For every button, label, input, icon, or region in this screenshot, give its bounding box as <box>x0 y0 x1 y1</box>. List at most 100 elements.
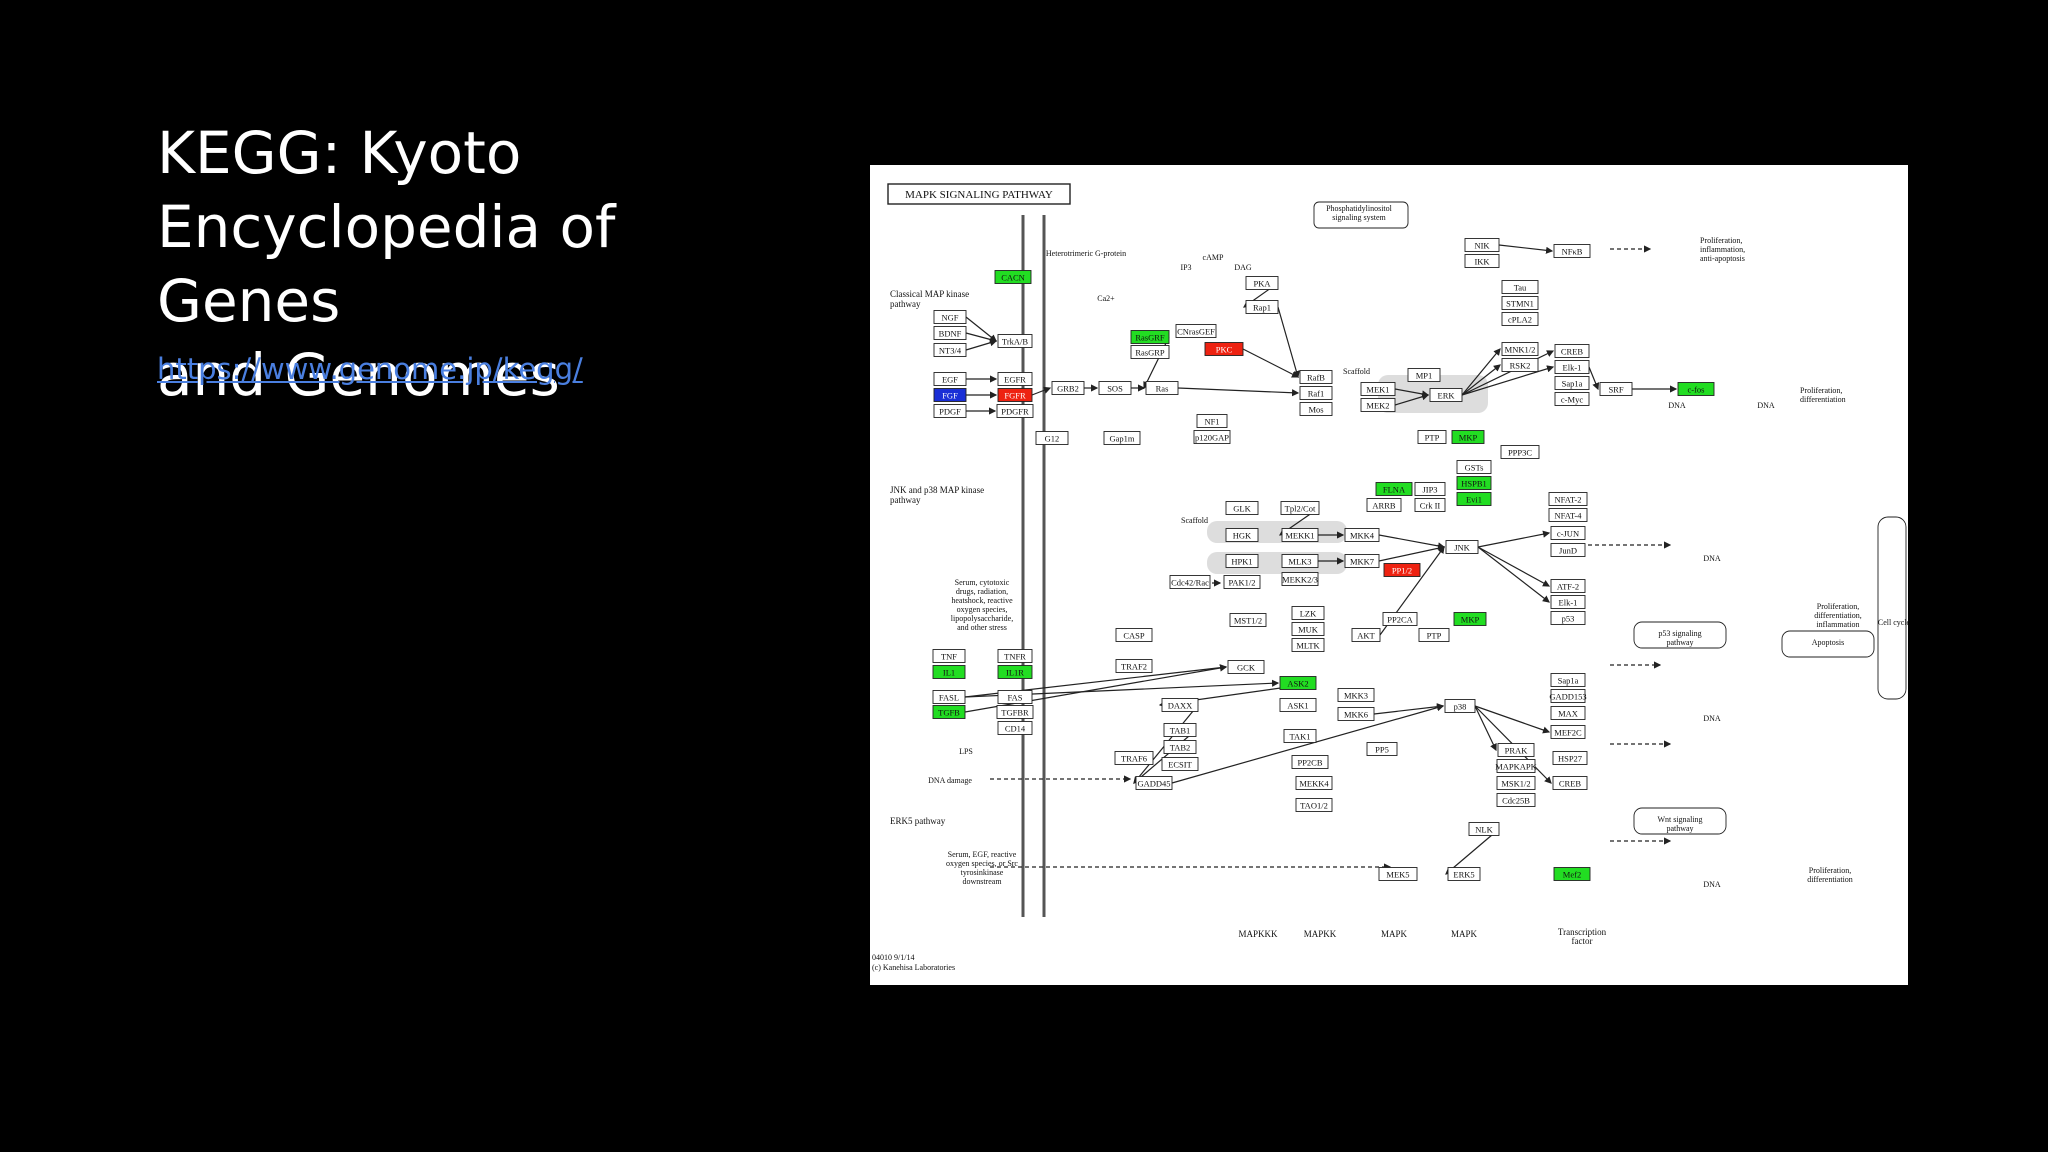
pathway-title: MAPK SIGNALING PATHWAY <box>905 189 1053 201</box>
gene-node-label: Elk-1 <box>1563 363 1582 373</box>
outcome-label: Apoptosis <box>1812 638 1844 647</box>
misc-label: cAMP <box>1203 253 1224 262</box>
gene-node-label: p53 <box>1562 614 1575 624</box>
edge <box>1031 386 1052 396</box>
outcome-label: pathway <box>1666 638 1693 647</box>
outcome-label: pathway <box>1666 824 1693 833</box>
edge <box>1477 546 1550 603</box>
gene-node-box <box>1554 376 1590 390</box>
edge <box>1477 546 1551 587</box>
gene-node-label: Tpl2/Cot <box>1285 504 1316 514</box>
gene-node-box <box>1245 276 1279 290</box>
edge <box>1445 828 1500 875</box>
gene-node-box <box>1553 244 1591 258</box>
gene-node-box <box>932 705 966 719</box>
gene-node-box <box>1196 414 1228 428</box>
section-label: pathway <box>890 299 921 309</box>
gene-node-label: G12 <box>1045 434 1060 444</box>
level-label: MAPK <box>1381 929 1408 939</box>
outcome-label: Proliferation, <box>1809 866 1851 875</box>
gene-node-label: Cdc42/Rac <box>1171 578 1209 588</box>
gene-node-label: FASL <box>939 693 959 703</box>
gene-node-label: SOS <box>1107 384 1123 394</box>
gene-node-label: RafB <box>1307 373 1325 383</box>
gene-node-label: ECSIT <box>1168 760 1192 770</box>
gene-node-box <box>1501 280 1539 294</box>
gene-node-label: PPP3C <box>1508 448 1532 458</box>
gene-node-box <box>1299 386 1333 400</box>
gene-node-label: MP1 <box>1416 371 1433 381</box>
cell-cycle-box <box>1877 516 1907 700</box>
gene-node-box <box>1163 723 1197 737</box>
gene-node-box <box>1366 498 1402 512</box>
gene-node-label: Cdc25B <box>1502 796 1530 806</box>
gene-node-label: RSK2 <box>1510 361 1531 371</box>
gene-node-label: NLK <box>1475 825 1493 835</box>
edge <box>1378 544 1446 562</box>
stimulus-label: heatshock, reactive <box>951 596 1013 605</box>
gene-node-label: TRAF2 <box>1121 662 1147 672</box>
outcome-label: p53 signaling <box>1658 629 1701 638</box>
misc-label: Ca2+ <box>1097 294 1115 303</box>
gene-node-label: GSTs <box>1465 463 1484 473</box>
gene-node-box <box>933 388 967 402</box>
gene-node-box <box>1383 563 1421 577</box>
gene-node-box <box>1280 501 1320 515</box>
gene-node-box <box>1497 743 1535 757</box>
gene-node-box <box>1163 740 1197 754</box>
edge <box>1394 393 1430 406</box>
gene-node-box <box>1193 430 1231 444</box>
outcome-box <box>1633 621 1727 649</box>
gene-node-box <box>1204 342 1244 356</box>
outcome-label: differentiation <box>1800 395 1846 404</box>
gene-node-box <box>1360 382 1396 396</box>
kegg-link[interactable]: https://www.genome.jp/kegg/ <box>157 352 583 386</box>
gene-node-box <box>994 270 1032 284</box>
gene-node-label: GRB2 <box>1057 384 1079 394</box>
pathway-title-box <box>887 183 1071 205</box>
gene-node-box <box>1291 606 1325 620</box>
misc-label: DNA <box>1703 714 1721 723</box>
gene-node-box <box>997 649 1033 663</box>
edge <box>1177 387 1300 397</box>
title-line: Encyclopedia of Genes <box>157 193 616 335</box>
outcome-label: inflammation, <box>1700 245 1745 254</box>
gene-node-label: PKC <box>1216 345 1233 355</box>
gene-node-box <box>1051 381 1085 395</box>
gene-node-box <box>1501 296 1539 310</box>
gene-node-label: PP2CA <box>1387 615 1413 625</box>
gene-node-label: MSK1/2 <box>1501 779 1530 789</box>
gene-node-box <box>1223 575 1261 589</box>
gene-node-label: Sap1a <box>1558 676 1579 686</box>
gene-node-label: MKK6 <box>1344 710 1368 720</box>
stimulus-label: tyrosinkinase <box>961 868 1004 877</box>
gene-node-label: PDGF <box>939 407 961 417</box>
level-label: MAPKKK <box>1238 929 1278 939</box>
gene-node-box <box>1550 611 1586 625</box>
gene-node-label: p38 <box>1454 702 1467 712</box>
gene-node-label: MKK7 <box>1350 557 1374 567</box>
gene-node-box <box>1548 492 1588 506</box>
gene-node-box <box>1496 793 1536 807</box>
gene-node-box <box>1378 867 1418 881</box>
gene-node-label: ASK2 <box>1287 679 1308 689</box>
gene-node-box <box>1550 706 1586 720</box>
gene-node-box <box>932 665 966 679</box>
misc-label: Scaffold <box>1181 516 1208 525</box>
gene-node-box <box>1550 543 1586 557</box>
outcome-box <box>1633 807 1727 835</box>
gene-node-label: Rap1 <box>1253 303 1271 313</box>
edge <box>1133 729 1197 784</box>
gene-node-label: MST1/2 <box>1234 616 1262 626</box>
gene-node-box <box>1445 540 1479 554</box>
gene-node-label: GADD153 <box>1549 692 1586 702</box>
misc-label: Heterotrimeric G-protein <box>1046 249 1126 258</box>
gene-node-box <box>1468 822 1500 836</box>
gene-node-box <box>1677 382 1715 396</box>
gene-node-box <box>1599 382 1633 396</box>
gene-node-label: MLK3 <box>1288 557 1311 567</box>
gene-node-box <box>1291 755 1329 769</box>
gene-node-box <box>1501 358 1539 372</box>
gene-node-label: MKK4 <box>1350 531 1375 541</box>
gene-node-label: FGFR <box>1004 391 1026 401</box>
